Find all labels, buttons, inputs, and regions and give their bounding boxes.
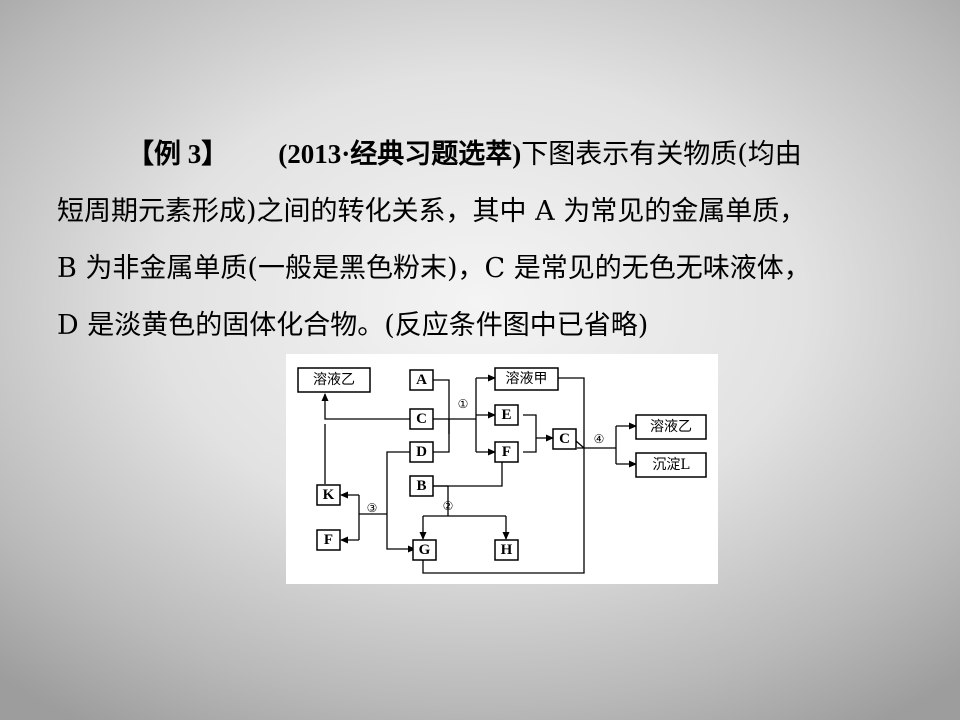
step-1-marker: ① [458, 397, 469, 411]
node-f-mid: F [494, 441, 519, 463]
edge-d-to-g [386, 451, 416, 553]
node-h-label: H [501, 542, 513, 558]
edge-solution-jia-down [558, 377, 585, 448]
node-precipitate-l: 沉淀L [635, 452, 707, 478]
edge-ef-join [523, 414, 537, 453]
edge-c-mid-junction4-a [575, 440, 585, 449]
node-solution-jia: 溶液甲 [494, 367, 559, 391]
node-b-label: B [416, 478, 426, 494]
node-c-left: C [409, 408, 434, 430]
step-4-marker: ④ [594, 432, 605, 446]
node-b: B [409, 475, 434, 497]
node-d-label: D [416, 444, 427, 460]
step-4-label: ④ [594, 432, 605, 446]
node-f-left-label: F [324, 532, 333, 548]
node-solution-yi-left: 溶液乙 [297, 367, 371, 393]
node-c-mid: C [552, 428, 577, 450]
edge-g-loop [422, 448, 585, 574]
node-f-left: F [316, 529, 341, 551]
step-1-label: ① [458, 397, 469, 411]
node-g-label: G [419, 542, 431, 558]
edge-c-to-solution-yi-left [321, 393, 410, 420]
node-e: E [494, 404, 519, 426]
step-2-label: ② [443, 499, 454, 513]
node-e-label: E [501, 407, 511, 423]
node-k-label: K [323, 487, 335, 503]
example-source: (2013·经典习题选萃) [278, 139, 522, 169]
edge-b-down [433, 485, 449, 516]
edge-b-right [433, 459, 503, 487]
node-c-mid-label: C [559, 431, 570, 447]
question-line-1-rest: 下图表示有关物质(均由 [521, 139, 802, 170]
node-k: K [316, 484, 341, 506]
edge-d-junction1 [433, 419, 450, 453]
step-3-marker: ③ [367, 501, 378, 515]
question-line-2: 短周期元素形成)之间的转化关系，其中 A 为常见的金属单质， [57, 196, 807, 227]
reaction-arrows [321, 374, 637, 574]
node-c-left-label: C [416, 411, 427, 427]
question-line-1: 【例 3】 (2013·经典习题选萃)下图表示有关物质(均由 [57, 126, 917, 183]
node-solution-yi-left-label: 溶液乙 [313, 372, 355, 388]
node-f-mid-label: F [502, 444, 511, 460]
step-3-label: ③ [367, 501, 378, 515]
node-d: D [409, 441, 434, 463]
node-solution-yi-right-label: 溶液乙 [650, 419, 692, 435]
node-a-label: A [416, 372, 427, 388]
edge-a-junction1 [433, 379, 450, 434]
node-precipitate-l-label: 沉淀L [652, 457, 689, 473]
node-solution-yi-right: 溶液乙 [635, 414, 707, 440]
reaction-diagram-svg: 溶液乙 A C D B 溶液甲 E F [297, 367, 707, 574]
node-h: H [494, 539, 519, 561]
step-2-marker: ② [443, 499, 454, 513]
example-tag: 【例 3】 [127, 139, 229, 169]
question-text: 【例 3】 (2013·经典习题选萃)下图表示有关物质(均由 短周期元素形成)之间… [57, 126, 917, 354]
reaction-diagram: 溶液乙 A C D B 溶液甲 E F [286, 354, 718, 584]
node-a: A [409, 369, 434, 391]
question-line-4: D 是淡黄色的固体化合物。(反应条件图中已省略) [57, 310, 649, 341]
node-g: G [412, 539, 437, 561]
node-solution-jia-label: 溶液甲 [506, 371, 548, 387]
question-line-3: B 为非金属单质(一般是黑色粉末)，C 是常见的无色无味液体， [57, 253, 811, 284]
